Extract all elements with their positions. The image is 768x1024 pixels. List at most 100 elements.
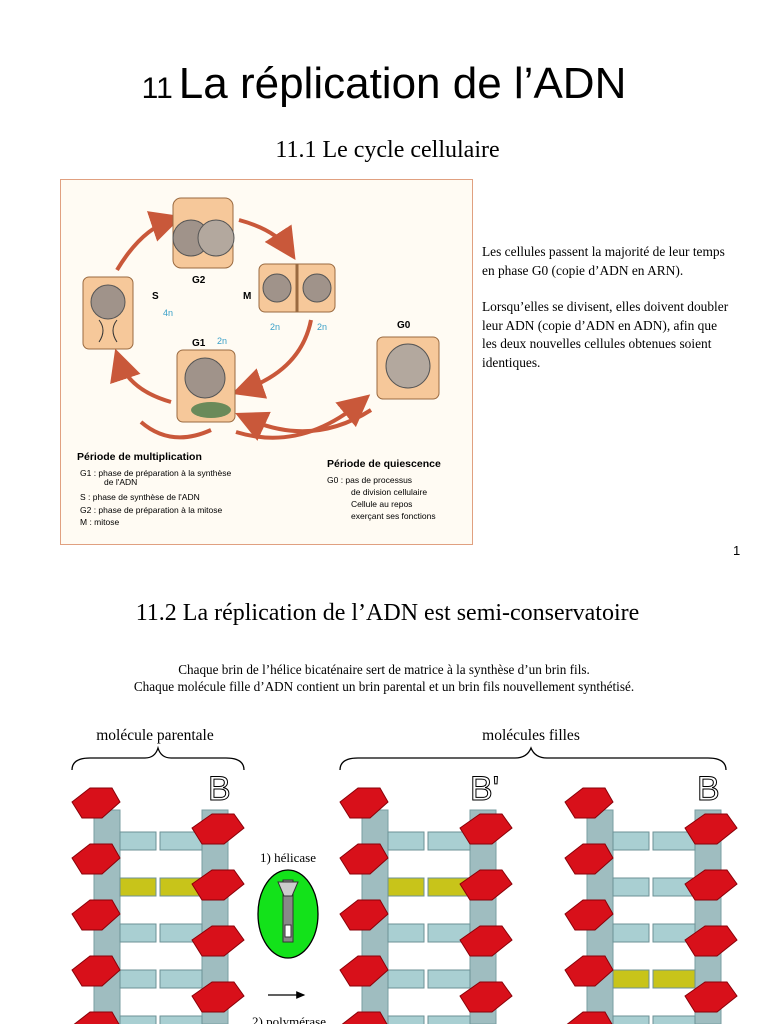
label-4n: 4n — [163, 308, 173, 318]
label-2n-g1: 2n — [217, 336, 227, 346]
legend-multiplication: G1 : phase de préparation à la synthèse … — [80, 468, 231, 527]
label-g0: G0 — [397, 320, 411, 331]
dna-helix-block-left — [341, 1011, 388, 1024]
dna-base-pair-right — [652, 1015, 696, 1024]
dna-helix-block-left — [339, 843, 389, 875]
legend-quies-line: Cellule au repos — [351, 499, 412, 509]
title-number: 11 — [141, 72, 173, 105]
label-g2: G2 — [192, 275, 206, 286]
intro-line-2: Chaque molécule fille d’ADN contient un … — [133, 679, 635, 694]
dna-helix-block-left — [566, 1011, 613, 1024]
daughter2-letter: B — [697, 770, 720, 808]
dna-helix-block-left — [71, 843, 121, 875]
legend-mult-line: M : mitose — [80, 517, 119, 527]
dna-base-pair-right — [159, 969, 203, 989]
cell-cycle-diagram: G2 M S G1 G0 4n 2n 2n 2n Période de mult… — [77, 197, 441, 527]
daughter-molecules-label: molécules filles — [482, 727, 580, 744]
legend-mult-line: S : phase de synthèse de l'ADN — [80, 492, 200, 502]
legend-quiescence: G0 : pas de processus de division cellul… — [327, 475, 436, 521]
dna-helix-block-left — [71, 955, 121, 987]
cycle-arrow-m-g1 — [231, 319, 313, 399]
dna-helix-block-left — [339, 787, 389, 819]
dna-helix-block-left — [564, 787, 614, 819]
section2-title: 11.2 La réplication de l’ADN est semi-co… — [135, 600, 640, 626]
legend-mult-line: de l'ADN — [104, 477, 137, 487]
dna-helix-block-left — [564, 955, 614, 987]
dna-helix-block-right — [191, 925, 245, 957]
label-m: M — [243, 291, 251, 302]
label-s: S — [152, 291, 159, 302]
dna-helix-block-right — [459, 813, 513, 845]
dna-base-pair-right — [427, 969, 471, 989]
cycle-arrow-g1-s — [110, 348, 172, 404]
daughters-brace — [339, 746, 727, 771]
dna-base-pair-left — [612, 969, 650, 989]
dna-molecules — [71, 787, 738, 1024]
dna-helix-block-left — [71, 787, 121, 819]
dna-base-pair-left — [612, 923, 650, 943]
section1-title: 11.1 Le cycle cellulaire — [275, 137, 500, 163]
dna-base-pair-left — [612, 831, 650, 851]
label-2n-m-right: 2n — [317, 322, 327, 332]
dna-base-pair-left — [119, 1015, 157, 1024]
dna-base-pair-right — [427, 1015, 471, 1024]
dna-base-pair-left — [612, 877, 650, 897]
cell-cycle-figure: G2 M S G1 G0 4n 2n 2n 2n Période de mult… — [60, 179, 473, 545]
step-helicase-label: 1) hélicase — [260, 850, 316, 865]
dna-base-pair-left — [387, 831, 425, 851]
dna-helix-block-right — [191, 813, 245, 845]
dna-helix-block-right — [191, 869, 245, 901]
dna-helix-block-right — [684, 813, 738, 845]
intro-text: Chaque brin de l’hélice bicaténaire sert… — [0, 661, 768, 695]
dna-base-pair-left — [387, 877, 425, 897]
dna-helix-block-left — [73, 1011, 120, 1024]
intro-line-1: Chaque brin de l’hélice bicaténaire sert… — [178, 662, 590, 677]
label-g1: G1 — [192, 338, 206, 349]
side-paragraph-2: Lorsqu’elles se divisent, elles doivent … — [482, 299, 729, 370]
legend-multiplication-title: Période de multiplication — [77, 451, 202, 463]
cycle-arrow-g1-loop — [139, 420, 212, 440]
side-paragraph-1: Les cellules passent la majorité de leur… — [482, 244, 725, 278]
cell-m — [258, 263, 336, 313]
dna-helix-block-left — [564, 843, 614, 875]
dna-base-pair-left — [387, 1015, 425, 1024]
page-number: 1 — [733, 543, 741, 558]
dna-base-pair-left — [387, 969, 425, 989]
cycle-arrow-s-g2 — [115, 211, 183, 272]
cell-g1 — [176, 349, 236, 423]
cell-g2 — [172, 197, 235, 269]
legend-quies-line: G0 : pas de processus — [327, 475, 412, 485]
parent-letter: B — [208, 770, 231, 808]
legend-mult-line: G1 : phase de préparation à la synthèse — [80, 468, 231, 478]
dna-replication-figure: molécule parentale molécules filles B B'… — [71, 727, 738, 1024]
cycle-arrow-g0-g1 — [235, 408, 373, 441]
parent-molecule-label: molécule parentale — [96, 727, 214, 744]
dna-helix-block-right — [684, 981, 738, 1013]
dna-helix-block-right — [459, 981, 513, 1013]
legend-mult-line: G2 : phase de préparation à la mitose — [80, 505, 222, 515]
step-polymerase-label: 2) polymérase — [252, 1014, 326, 1024]
dna-base-pair-left — [387, 923, 425, 943]
parent-brace — [71, 745, 245, 771]
dna-base-pair-left — [612, 1015, 650, 1024]
dna-helix-block-right — [191, 981, 245, 1013]
dna-helix-block-left — [564, 899, 614, 931]
daughter1-letter: B' — [470, 770, 499, 808]
cell-g0 — [376, 336, 440, 400]
cycle-arrow-g2-m — [238, 218, 296, 261]
dna-base-pair-left — [119, 831, 157, 851]
dna-base-pair-right — [652, 969, 696, 989]
dna-helix-block-right — [684, 869, 738, 901]
dna-base-pair-left — [119, 969, 157, 989]
dna-helix-block-right — [459, 869, 513, 901]
dna-base-pair-left — [119, 923, 157, 943]
legend-quies-line: exerçant ses fonctions — [351, 511, 436, 521]
dna-helix-block-left — [339, 955, 389, 987]
label-2n-m-left: 2n — [270, 322, 280, 332]
dna-base-pair-right — [159, 1015, 203, 1024]
dna-base-pair-left — [119, 877, 157, 897]
zipper-icon — [257, 869, 319, 959]
side-text: Les cellules passent la majorité de leur… — [482, 243, 732, 390]
dna-helix-block-right — [459, 925, 513, 957]
